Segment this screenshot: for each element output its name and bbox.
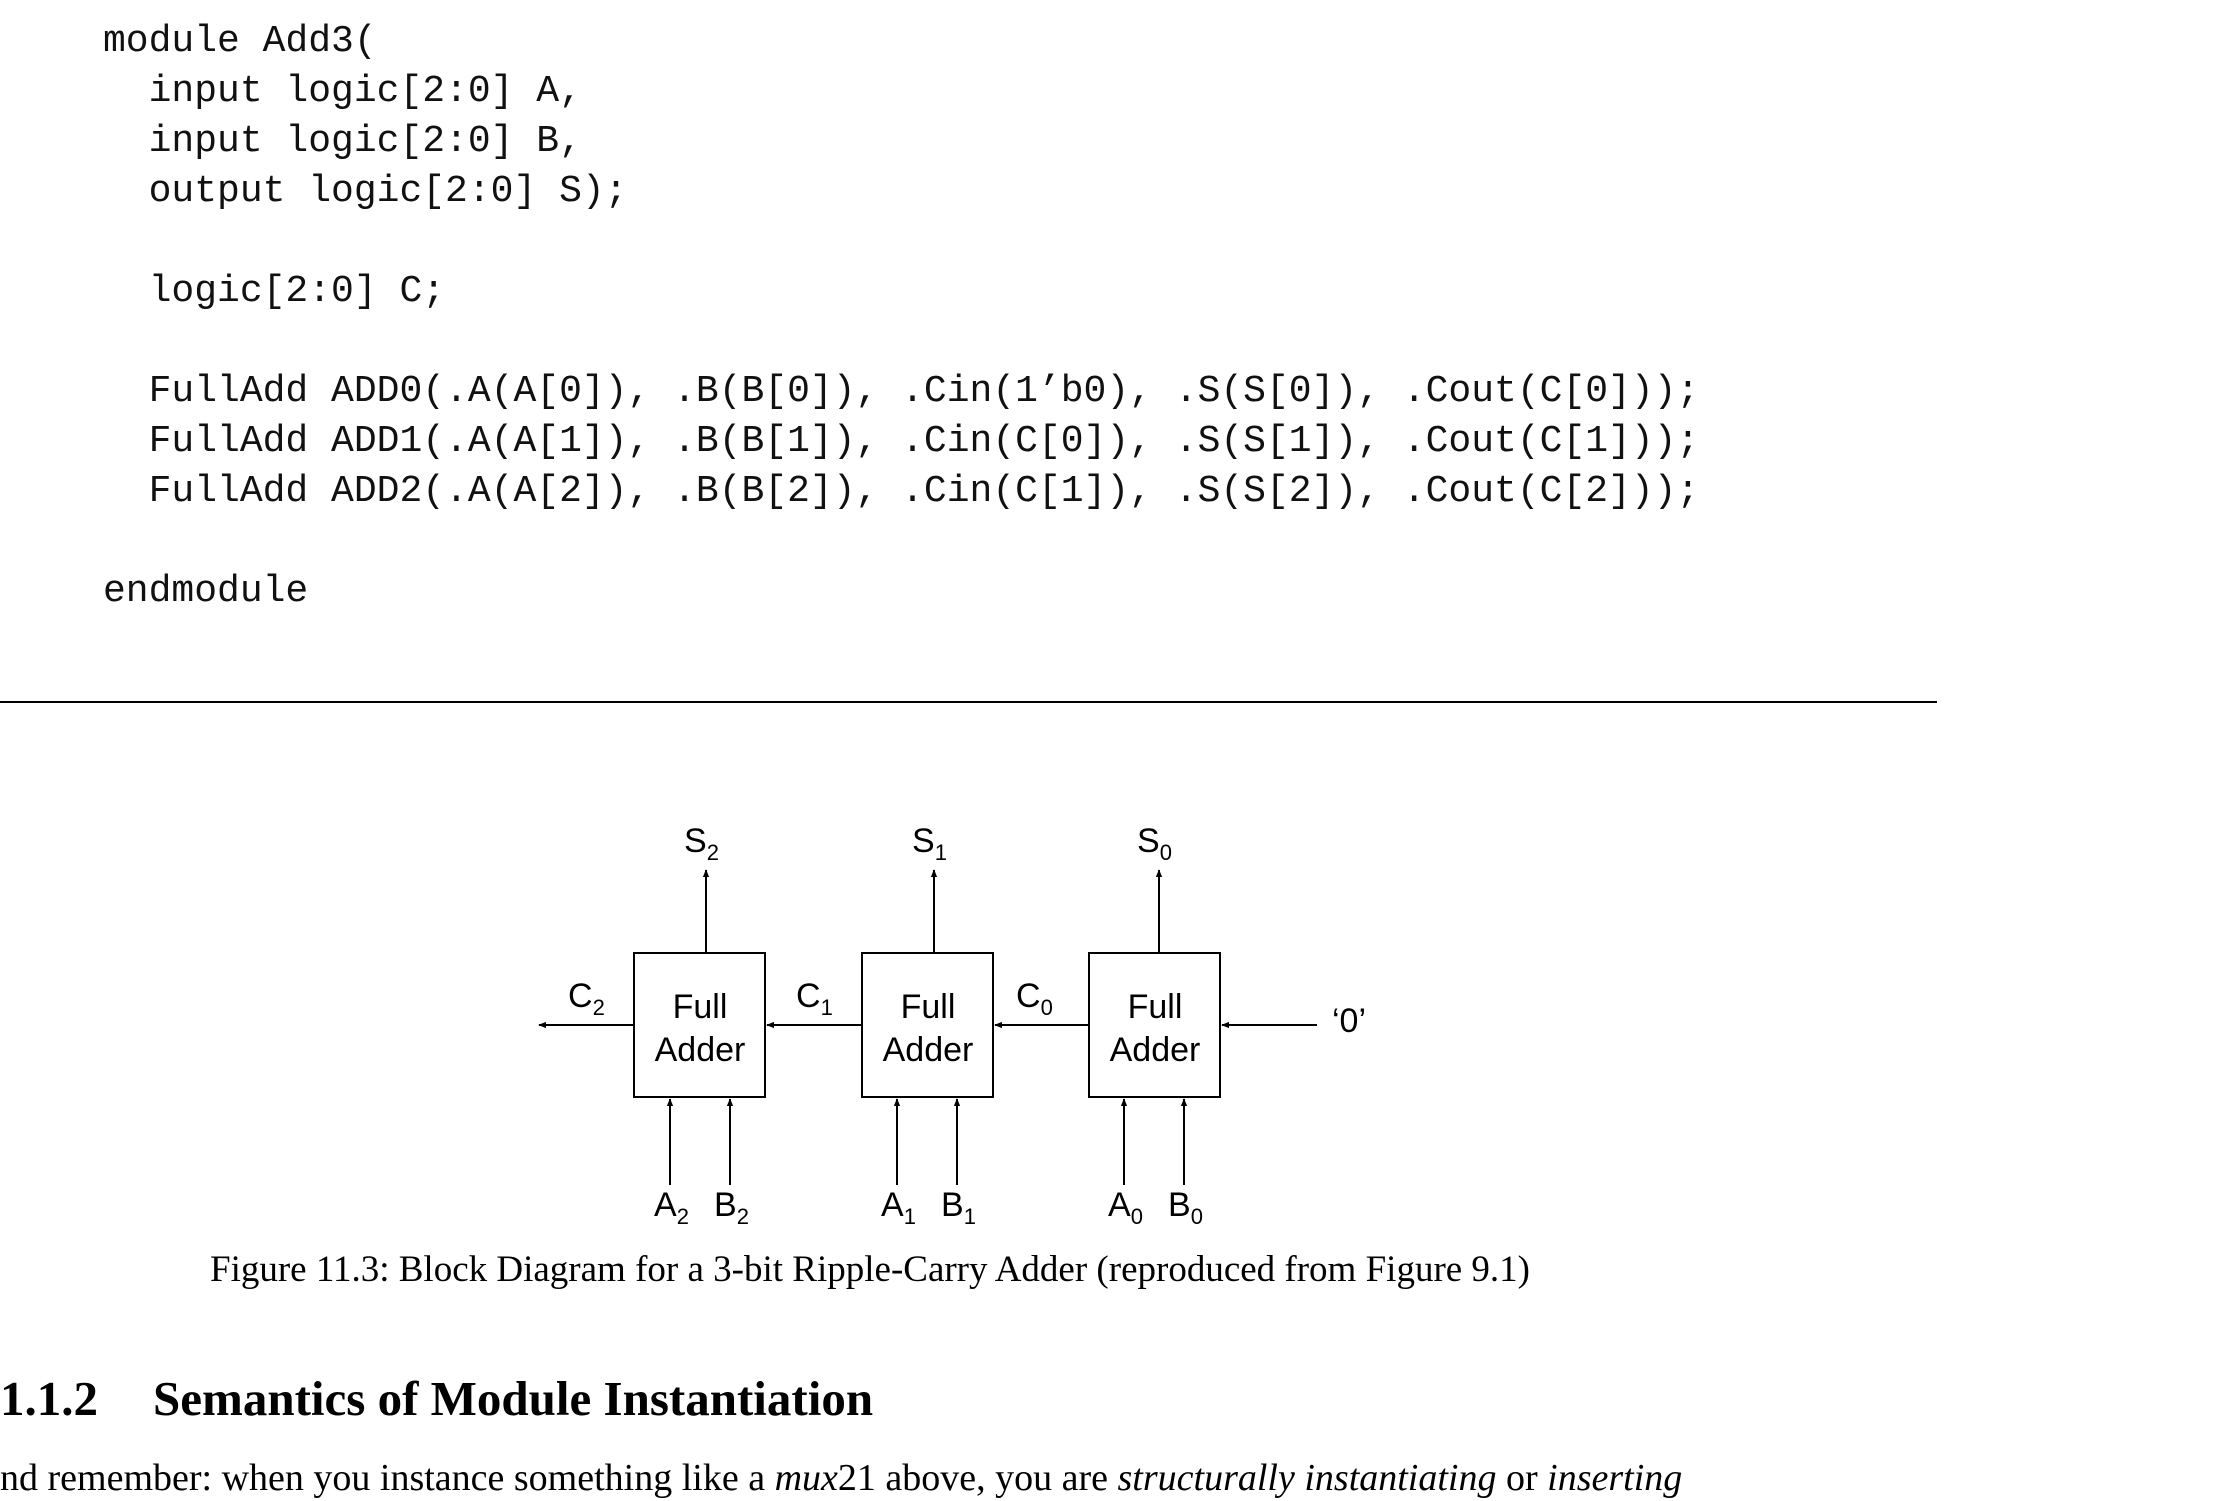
code-line-4: output logic[2:0] S);: [103, 170, 628, 213]
block-2-label-line2: Adder: [655, 1031, 746, 1069]
code-line-6: FullAdd ADD0(.A(A[0]), .B(B[0]), .Cin(1’…: [103, 370, 1700, 413]
para-emph-1: structurally instantiating: [1117, 1457, 1497, 1499]
label-carry-in: ‘0’: [1332, 1002, 1366, 1040]
para-text-3: or: [1496, 1457, 1548, 1499]
label-s1: S1: [912, 822, 947, 865]
label-a1: A1: [881, 1186, 916, 1229]
label-b1: B1: [941, 1186, 976, 1229]
block-1-label-line2: Adder: [883, 1031, 974, 1069]
label-a0: A0: [1108, 1186, 1143, 1229]
code-line-9: endmodule: [103, 570, 309, 613]
full-adder-block-0: [1088, 952, 1221, 1098]
block-2-label-line1: Full: [673, 988, 728, 1026]
full-adder-block-1: [861, 952, 994, 1098]
para-text-2: above, you are: [875, 1457, 1118, 1499]
figure-caption: Figure 11.3: Block Diagram for a 3-bit R…: [210, 1249, 1531, 1290]
block-1-label-line1: Full: [901, 988, 956, 1026]
section-heading: 1.1.2 Semantics of Module Instantiation: [0, 1370, 873, 1427]
section-number: 1.1.2: [0, 1371, 98, 1426]
horizontal-rule: [0, 701, 1937, 703]
para-emph-2: inserting: [1547, 1457, 1683, 1499]
label-s2: S2: [684, 822, 719, 865]
block-0-label-line2: Adder: [1110, 1031, 1201, 1069]
label-s0: S0: [1137, 822, 1172, 865]
code-line-5: logic[2:0] C;: [103, 270, 446, 313]
code-line-7: FullAdd ADD1(.A(A[1]), .B(B[1]), .Cin(C[…: [103, 420, 1700, 463]
label-c0: C0: [1016, 977, 1053, 1020]
code-line-1: module Add3(: [103, 20, 377, 63]
section-title: Semantics of Module Instantiation: [153, 1371, 874, 1426]
label-a2: A2: [654, 1186, 689, 1229]
label-c2: C2: [568, 977, 605, 1020]
body-paragraph: nd remember: when you instance something…: [0, 1456, 1682, 1500]
full-adder-block-2: [633, 952, 766, 1098]
code-line-3: input logic[2:0] B,: [103, 120, 582, 163]
code-line-2: input logic[2:0] A,: [103, 70, 582, 113]
label-b0: B0: [1168, 1186, 1203, 1229]
code-line-8: FullAdd ADD2(.A(A[2]), .B(B[2]), .Cin(C[…: [103, 470, 1700, 513]
math-var: mux: [774, 1457, 838, 1499]
label-b2: B2: [714, 1186, 749, 1229]
math-num: 21: [837, 1457, 876, 1499]
block-0-label-line1: Full: [1128, 988, 1183, 1026]
para-text-1: nd remember: when you instance something…: [0, 1457, 775, 1499]
label-c1: C1: [796, 977, 833, 1020]
